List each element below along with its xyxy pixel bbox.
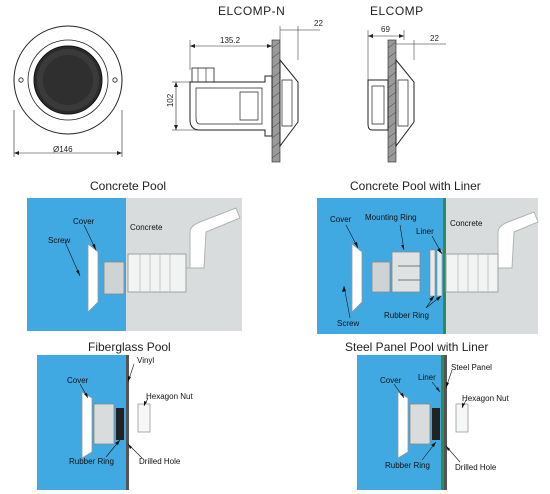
concrete-label: Concrete xyxy=(450,219,483,228)
steel-panel-wall xyxy=(444,355,447,490)
liner-label: Liner xyxy=(418,373,436,382)
vinyl-label: Vinyl xyxy=(137,356,155,365)
mounting-ring-label: Mounting Ring xyxy=(365,213,417,222)
liner-strip xyxy=(443,198,446,334)
depth-dimension: 135.2 xyxy=(220,36,241,45)
model-n-heading: ELCOMP-N xyxy=(218,4,286,18)
pool-wall xyxy=(126,355,129,490)
model-heading: ELCOMP xyxy=(370,4,424,18)
screw-label: Screw xyxy=(337,319,360,328)
liner-strip xyxy=(441,355,444,490)
cover-label: Cover xyxy=(330,215,352,224)
cover-label: Cover xyxy=(67,376,89,385)
flange-n-dimension: 22 xyxy=(314,19,323,28)
steel-panel-title: Steel Panel Pool with Liner xyxy=(345,340,489,354)
drilled-hole-label: Drilled Hole xyxy=(455,463,497,472)
concrete-label: Concrete xyxy=(130,223,163,232)
cover-label: Cover xyxy=(73,217,95,226)
steel-panel-label: Steel Panel xyxy=(451,363,492,372)
diameter-dimension: Ø146 xyxy=(53,145,73,154)
hex-nut-label: Hexagon Nut xyxy=(146,392,193,401)
liner-label: Liner xyxy=(416,227,434,236)
rubber-ring-label: Rubber Ring xyxy=(385,461,430,470)
rubber-ring-label: Rubber Ring xyxy=(69,457,114,466)
screw-label: Screw xyxy=(48,236,71,245)
rubber-ring-label: Rubber Ring xyxy=(384,311,429,320)
concrete-liner-title: Concrete Pool with Liner xyxy=(350,179,481,193)
fiberglass-title: Fiberglass Pool xyxy=(88,340,171,354)
drilled-hole-label: Drilled Hole xyxy=(139,457,181,466)
concrete-pool-title: Concrete Pool xyxy=(90,179,167,193)
width-dimension: 69 xyxy=(381,25,390,34)
flange-dimension: 22 xyxy=(430,34,439,43)
cover-label: Cover xyxy=(380,376,402,385)
hex-nut-label: Hexagon Nut xyxy=(462,394,509,403)
